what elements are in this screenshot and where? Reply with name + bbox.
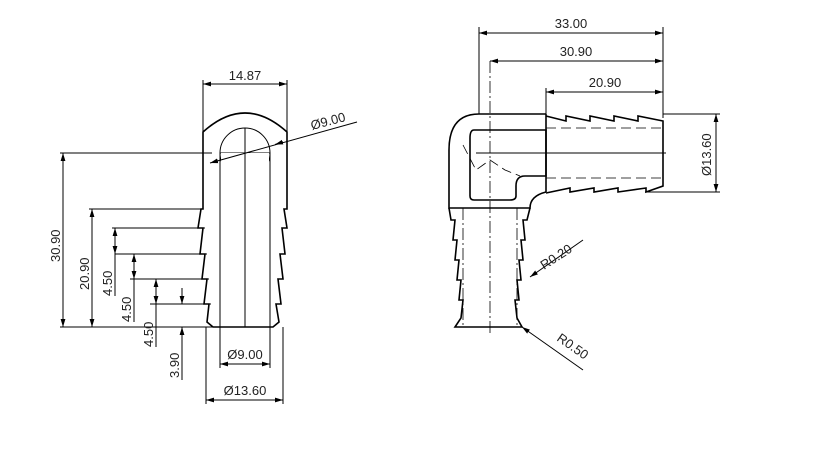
- dim-fillet-large: R0.50: [554, 330, 591, 362]
- section-view: 14.87 Ø9.00 30.90 20.90 4.50 4.50 4.50: [48, 68, 358, 404]
- dim-fillet-small: R0.20: [537, 241, 574, 272]
- dim-cross-bore-dia: Ø9.00: [309, 109, 347, 133]
- dim-center-length: 30.90: [560, 44, 593, 59]
- dim-outer-dia: Ø13.60: [699, 133, 714, 176]
- dim-barb-pitch-2: 4.50: [119, 297, 134, 322]
- dim-overall-length: 33.00: [555, 16, 588, 31]
- dim-width: 14.87: [229, 68, 262, 83]
- dim-barb-pitch-1: 4.50: [100, 271, 115, 296]
- elbow-view: 33.00 30.90 20.90 Ø13.60 R0.20 R0.50: [448, 16, 720, 371]
- dim-bore-dia: Ø9.00: [227, 347, 262, 362]
- dim-total-height: 30.90: [48, 229, 63, 262]
- dim-outer-dia: Ø13.60: [224, 383, 267, 398]
- section-body-hatched: [197, 112, 288, 328]
- dim-barb-length: 20.90: [77, 257, 92, 290]
- dim-tip-length: 3.90: [167, 353, 182, 378]
- dim-barb-pitch-3: 4.50: [141, 322, 156, 347]
- dim-barb-length: 20.90: [589, 75, 622, 90]
- elbow-outline: [448, 113, 547, 209]
